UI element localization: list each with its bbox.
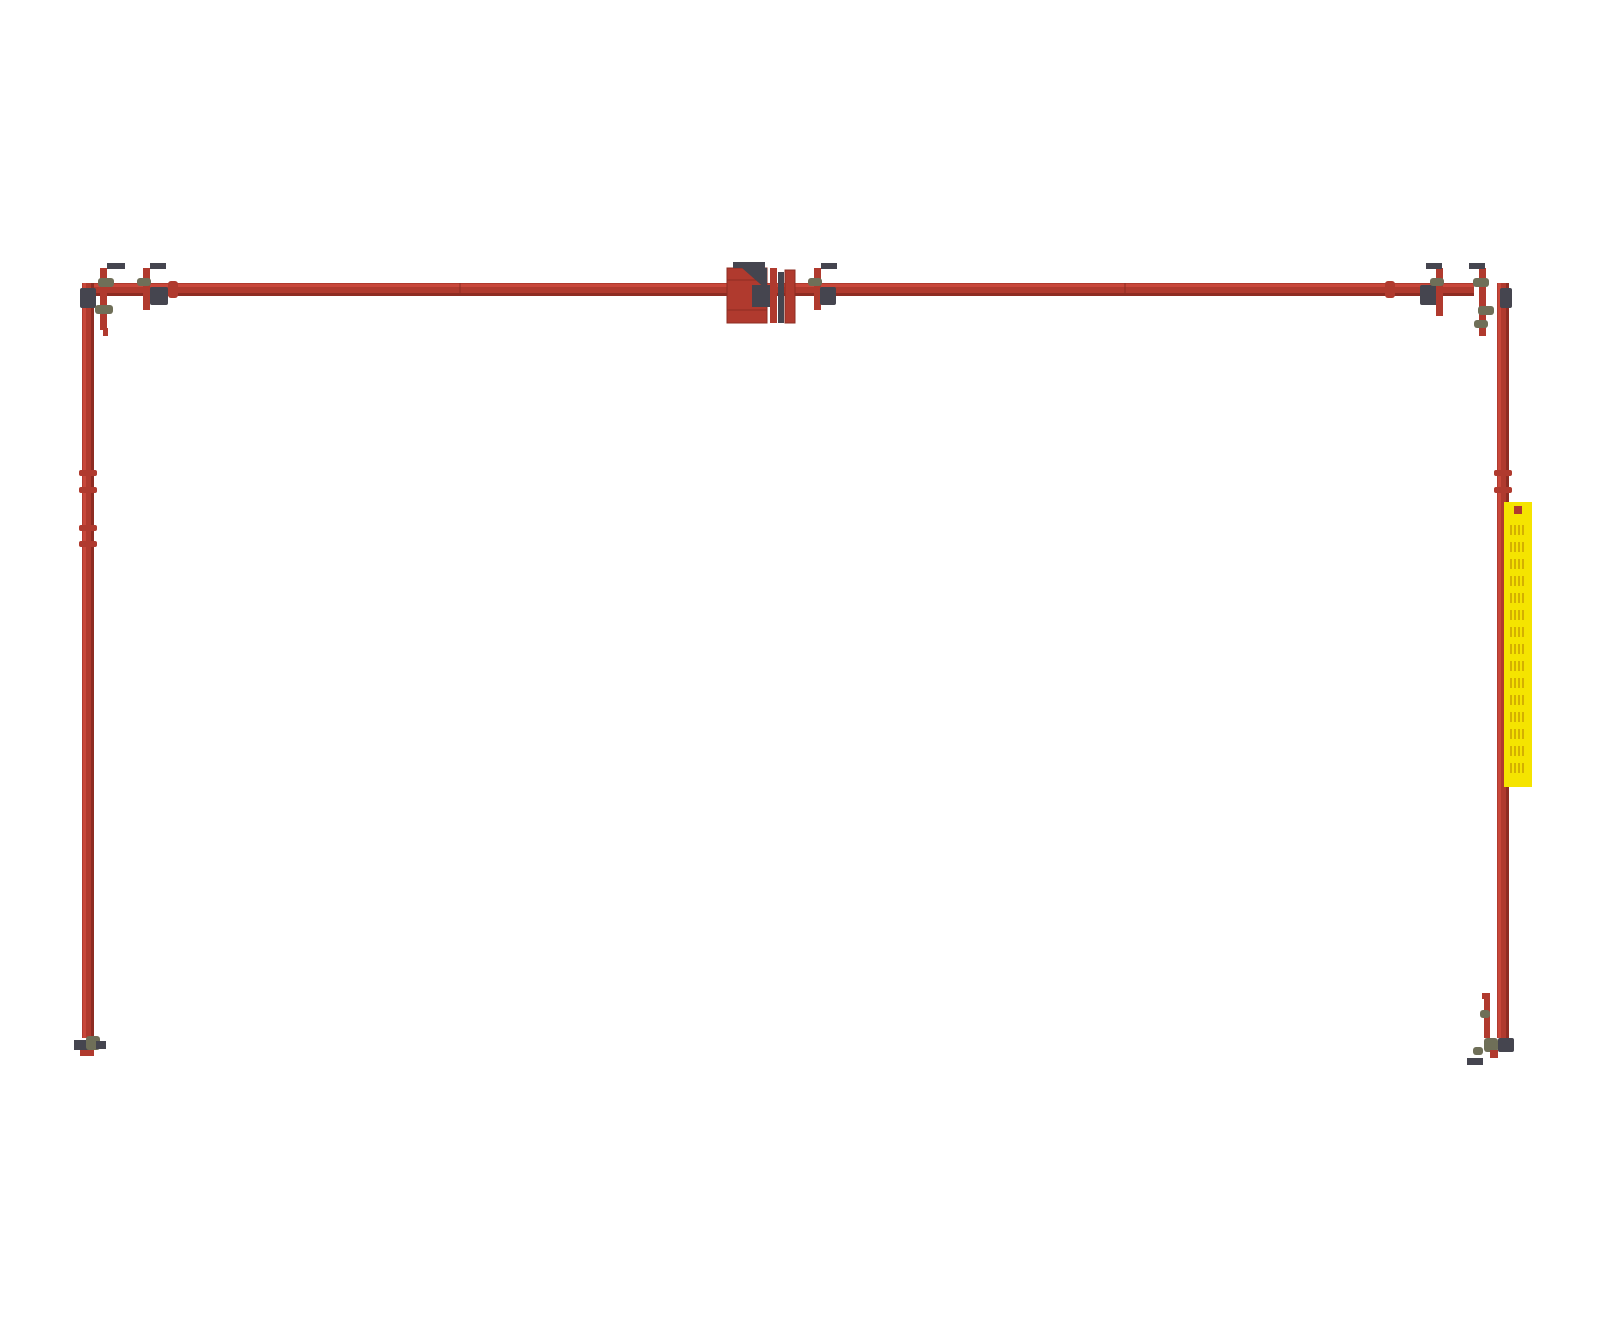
label-tick: [1522, 746, 1524, 756]
label-tick: [1510, 678, 1512, 688]
bottom-right-clamp: [1467, 993, 1514, 1065]
label-tick: [1518, 627, 1520, 637]
left-pipe: [79, 283, 97, 1038]
label-tick: [1510, 763, 1512, 773]
label-tick: [1518, 661, 1520, 671]
label-tick: [1518, 644, 1520, 654]
top-right-clamp: [1420, 263, 1512, 336]
label-tick: [1518, 559, 1520, 569]
label-tick: [1514, 763, 1516, 773]
label-tick: [1522, 644, 1524, 654]
label-tick: [1518, 695, 1520, 705]
label-tick-marks: [1510, 525, 1524, 773]
label-tick: [1514, 576, 1516, 586]
label-tick: [1510, 593, 1512, 603]
label-tick: [1518, 712, 1520, 722]
label-tick: [1514, 559, 1516, 569]
label-tick: [1518, 729, 1520, 739]
label-tick: [1514, 627, 1516, 637]
label-tick: [1514, 729, 1516, 739]
label-tick: [1510, 610, 1512, 620]
label-tick: [1522, 610, 1524, 620]
label-tick: [1514, 610, 1516, 620]
label-tick: [1522, 661, 1524, 671]
center-coupler-block: [726, 262, 837, 324]
label-tick: [1510, 729, 1512, 739]
label-tick: [1510, 712, 1512, 722]
label-tick: [1514, 593, 1516, 603]
label-tick: [1518, 593, 1520, 603]
label-tick: [1514, 644, 1516, 654]
label-tick: [1510, 695, 1512, 705]
top-left-clamp: [80, 263, 168, 336]
yellow-label-panel: [1504, 502, 1532, 787]
label-tick: [1510, 644, 1512, 654]
label-tick: [1522, 712, 1524, 722]
label-tick: [1518, 678, 1520, 688]
label-tick: [1510, 661, 1512, 671]
label-tick: [1510, 746, 1512, 756]
label-tick: [1522, 763, 1524, 773]
label-tick: [1518, 525, 1520, 535]
label-tick: [1510, 542, 1512, 552]
label-tick: [1510, 559, 1512, 569]
label-tick: [1522, 729, 1524, 739]
label-tick: [1514, 525, 1516, 535]
bottom-left-clamp: [74, 1036, 106, 1056]
label-tick: [1522, 593, 1524, 603]
label-tick: [1514, 542, 1516, 552]
label-tick: [1510, 525, 1512, 535]
label-tick: [1518, 763, 1520, 773]
label-tick: [1510, 576, 1512, 586]
label-tick: [1514, 695, 1516, 705]
label-tick: [1522, 576, 1524, 586]
label-tick: [1522, 695, 1524, 705]
label-tick: [1522, 525, 1524, 535]
label-tick: [1518, 746, 1520, 756]
label-tick: [1522, 559, 1524, 569]
label-tick: [1514, 746, 1516, 756]
label-tick: [1514, 661, 1516, 671]
label-tick: [1518, 610, 1520, 620]
label-tick: [1510, 627, 1512, 637]
label-tick: [1522, 678, 1524, 688]
label-tick: [1522, 542, 1524, 552]
label-tick: [1518, 542, 1520, 552]
label-tick: [1518, 576, 1520, 586]
label-tick: [1514, 712, 1516, 722]
label-tick: [1514, 678, 1516, 688]
label-tick: [1522, 627, 1524, 637]
